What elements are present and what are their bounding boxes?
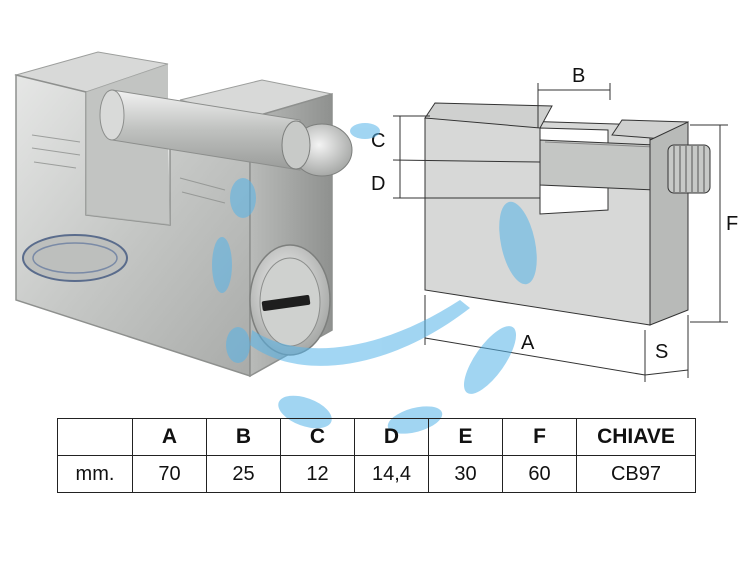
table-cell: 14,4 bbox=[354, 455, 429, 493]
table-header-row: A B C D E F CHIAVE bbox=[57, 418, 696, 456]
table-cell: 30 bbox=[428, 455, 503, 493]
table-header-cell: B bbox=[206, 418, 281, 456]
dim-label-a: A bbox=[521, 332, 535, 354]
dimensions-table: A B C D E F CHIAVE mm. 70 25 12 14,4 30 … bbox=[57, 418, 696, 493]
dim-label-s: S bbox=[655, 341, 668, 363]
padlock-drawing bbox=[424, 102, 711, 326]
table-cell: 60 bbox=[502, 455, 577, 493]
padlock-photo bbox=[14, 51, 353, 378]
table-header-cell: A bbox=[132, 418, 207, 456]
table-header-cell bbox=[57, 418, 133, 456]
table-cell: 12 bbox=[280, 455, 355, 493]
dim-label-f: F bbox=[726, 213, 738, 235]
table-cell: mm. bbox=[57, 455, 133, 493]
table-header-cell: D bbox=[354, 418, 429, 456]
dimension-lines bbox=[392, 83, 728, 382]
table-header-cell: CHIAVE bbox=[576, 418, 696, 456]
dim-label-b: B bbox=[572, 65, 585, 87]
table-row: mm. 70 25 12 14,4 30 60 CB97 bbox=[57, 455, 696, 493]
table-cell: 25 bbox=[206, 455, 281, 493]
table-cell: CB97 bbox=[576, 455, 696, 493]
table-header-cell: E bbox=[428, 418, 503, 456]
table-header-cell: F bbox=[502, 418, 577, 456]
table-header-cell: C bbox=[280, 418, 355, 456]
dim-label-d: D bbox=[371, 173, 385, 195]
table-cell: 70 bbox=[132, 455, 207, 493]
